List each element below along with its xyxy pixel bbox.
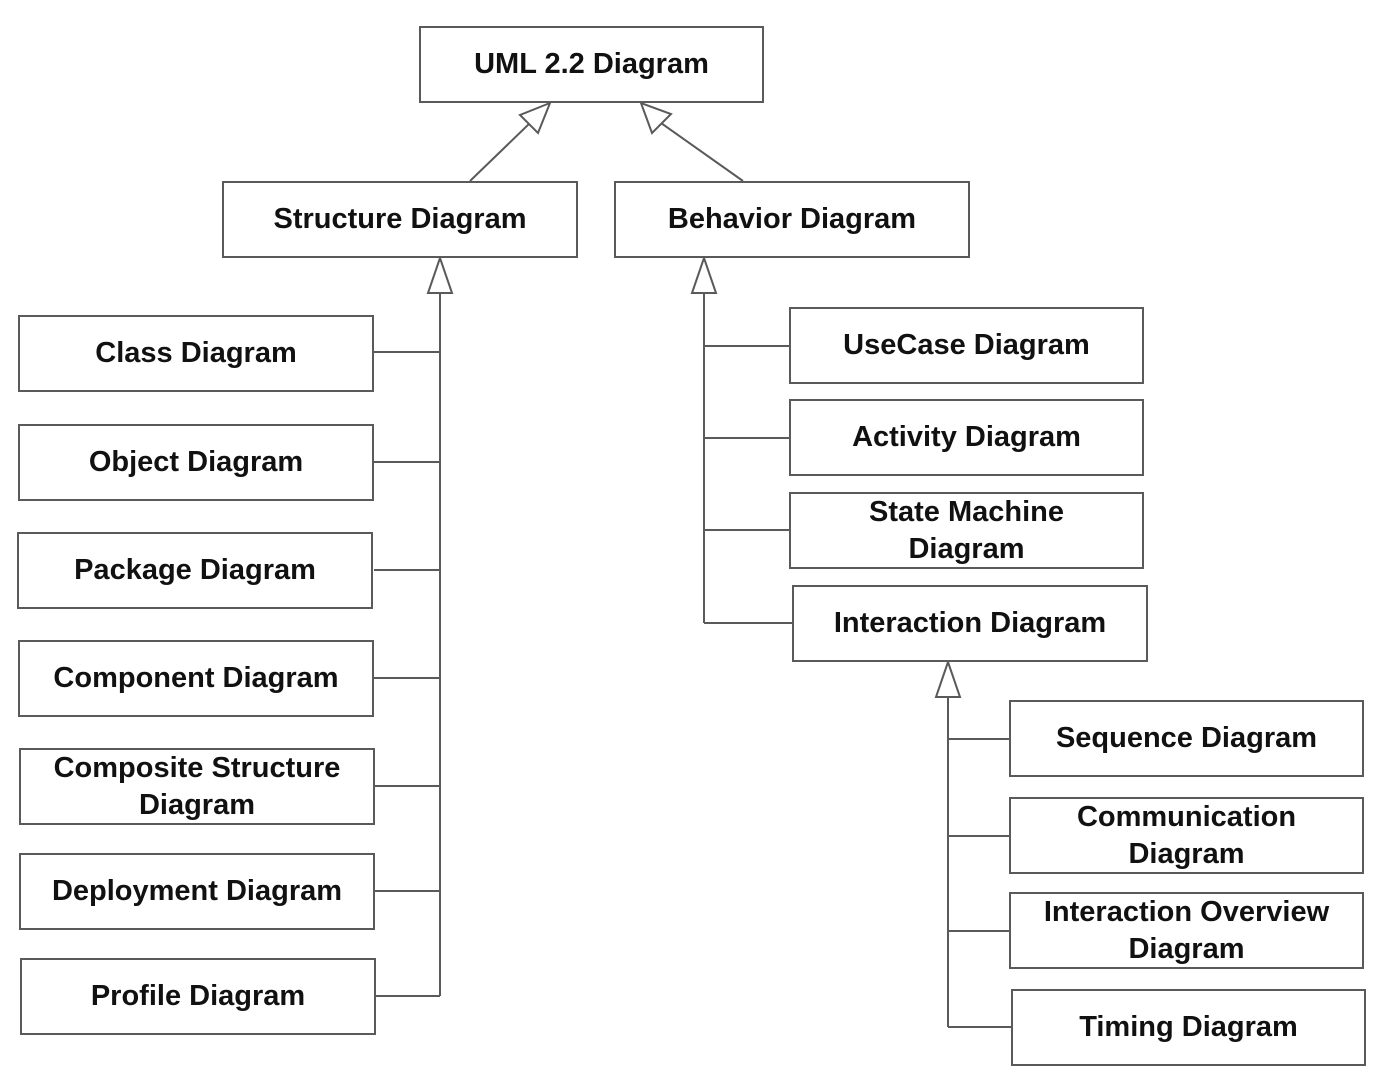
- deployment-diagram-box: Deployment Diagram: [19, 853, 375, 930]
- interaction-overview-diagram-box: Interaction Overview Diagram: [1009, 892, 1364, 969]
- usecase-diagram-box: UseCase Diagram: [789, 307, 1144, 384]
- behavior-children-arrowhead: [690, 254, 718, 294]
- structure-diagram-box: Structure Diagram: [222, 181, 578, 258]
- composite-structure-diagram-box: Composite Structure Diagram: [19, 748, 375, 825]
- activity-diagram-box: Activity Diagram: [789, 399, 1144, 476]
- structure-children-arrowhead: [426, 254, 454, 294]
- sequence-diagram-box: Sequence Diagram: [1009, 700, 1364, 777]
- structure-generalization-arrowhead: [518, 101, 552, 135]
- interaction-diagram-box: Interaction Diagram: [792, 585, 1148, 662]
- state-machine-diagram-box: State Machine Diagram: [789, 492, 1144, 569]
- structure-to-root-line: [469, 122, 531, 182]
- behavior-to-root-line: [660, 122, 744, 182]
- uml-2-2-diagram-box: UML 2.2 Diagram: [419, 26, 764, 103]
- profile-diagram-box: Profile Diagram: [20, 958, 376, 1035]
- package-diagram-box: Package Diagram: [17, 532, 373, 609]
- communication-diagram-box: Communication Diagram: [1009, 797, 1364, 874]
- behavior-generalization-arrowhead: [639, 101, 673, 135]
- timing-diagram-box: Timing Diagram: [1011, 989, 1366, 1066]
- component-diagram-box: Component Diagram: [18, 640, 374, 717]
- class-diagram-box: Class Diagram: [18, 315, 374, 392]
- object-diagram-box: Object Diagram: [18, 424, 374, 501]
- behavior-diagram-box: Behavior Diagram: [614, 181, 970, 258]
- interaction-children-arrowhead: [934, 658, 962, 698]
